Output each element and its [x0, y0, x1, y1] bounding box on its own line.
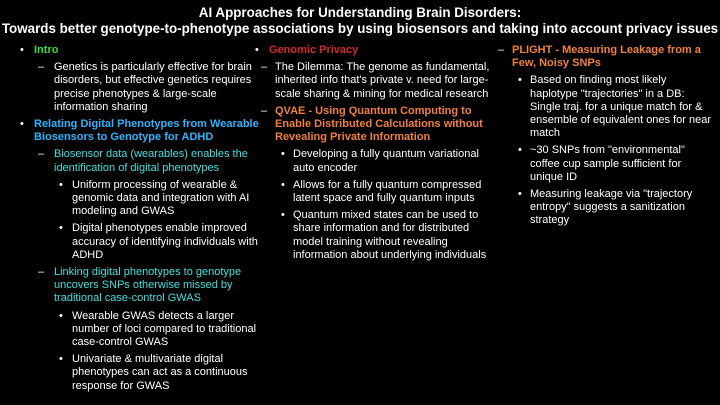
privacy-heading: Genomic Privacy — [269, 44, 359, 56]
plight-bullet-1: • Based on finding most likely haplotype… — [492, 74, 712, 140]
dash-mark: – — [261, 104, 268, 117]
column-privacy: • Genomic Privacy – The Dilemma: The gen… — [255, 44, 495, 266]
intro-heading: Intro — [34, 44, 59, 56]
qvae-bullet-3: • Quantum mixed states can be used to sh… — [255, 209, 495, 262]
qvae-heading: QVAE - Using Quantum Computing to Enable… — [275, 104, 483, 144]
qvae-bullet-1: • Developing a fully quantum variational… — [255, 148, 495, 174]
bullet-mark: • — [281, 209, 285, 222]
bullet-mark: • — [59, 353, 63, 366]
dilemma-item: – The Dilemma: The genome as fundamental… — [255, 61, 495, 101]
plight-bullet-3-text: Measuring leakage via "trajectory entrop… — [530, 188, 693, 227]
bullet-mark: • — [59, 222, 63, 235]
qvae-bullet-2-text: Allows for a fully quantum compressed la… — [293, 178, 482, 205]
intro-heading-item: • Intro — [20, 44, 260, 57]
wearable-heading-item: • Relating Digital Phenotypes from Weara… — [20, 118, 260, 144]
column-plight: – PLIGHT - Measuring Leakage from a Few,… — [492, 44, 712, 232]
qvae-bullet-1-text: Developing a fully quantum variational a… — [293, 148, 479, 174]
dash-mark: – — [38, 266, 45, 279]
bullet-mark: • — [20, 44, 24, 56]
bullet-mark: • — [518, 74, 522, 87]
intro-text: Genetics is particularly effective for b… — [54, 61, 252, 113]
bullet-mark: • — [518, 188, 522, 201]
dash-mark: – — [498, 44, 505, 56]
qvae-bullet-3-text: Quantum mixed states can be used to shar… — [293, 209, 487, 261]
qvae-heading-item: – QVAE - Using Quantum Computing to Enab… — [255, 105, 495, 145]
linking-bullet-2: • Univariate & multivariate digital phen… — [20, 353, 260, 393]
dilemma-text: The Dilemma: The genome as fundamental, … — [275, 61, 490, 100]
biosensor-bullet-1: • Uniform processing of wearable & genom… — [20, 179, 260, 219]
slide-title: AI Approaches for Understanding Brain Di… — [0, 5, 720, 37]
qvae-bullet-2: • Allows for a fully quantum compressed … — [255, 179, 495, 205]
plight-heading: PLIGHT - Measuring Leakage from a Few, N… — [512, 44, 701, 70]
title-line-2: Towards better genotype-to-phenotype ass… — [1, 21, 719, 36]
bullet-mark: • — [59, 309, 63, 322]
wearable-heading: Relating Digital Phenotypes from Wearabl… — [34, 118, 259, 144]
bullet-mark: • — [20, 118, 24, 131]
biosensor-heading: Biosensor data (wearables) enables the i… — [54, 148, 248, 174]
dash-mark: – — [261, 61, 268, 74]
linking-bullet-1-text: Wearable GWAS detects a larger number of… — [72, 309, 257, 349]
plight-bullet-2-text: ~30 SNPs from "environmental" coffee cup… — [530, 144, 685, 183]
plight-bullet-3: • Measuring leakage via "trajectory entr… — [492, 188, 712, 228]
title-line-1: AI Approaches for Understanding Brain Di… — [198, 5, 522, 20]
biosensor-bullet-2-text: Digital phenotypes enable improved accur… — [72, 222, 258, 261]
bullet-mark: • — [281, 178, 285, 191]
privacy-heading-item: • Genomic Privacy — [255, 44, 495, 57]
bullet-mark: • — [518, 144, 522, 157]
column-adhd: • Intro – Genetics is particularly effec… — [20, 44, 260, 397]
bullet-mark: • — [255, 44, 259, 56]
intro-text-item: – Genetics is particularly effective for… — [20, 61, 260, 114]
linking-bullet-2-text: Univariate & multivariate digital phenot… — [72, 353, 248, 392]
plight-bullet-2: • ~30 SNPs from "environmental" coffee c… — [492, 144, 712, 184]
bullet-mark: • — [59, 178, 63, 191]
biosensor-bullet-2: • Digital phenotypes enable improved acc… — [20, 222, 260, 262]
dash-mark: – — [38, 148, 45, 161]
plight-heading-item: – PLIGHT - Measuring Leakage from a Few,… — [492, 44, 712, 70]
dash-mark: – — [38, 61, 45, 74]
linking-heading-item: – Linking digital phenotypes to genotype… — [20, 266, 260, 306]
biosensor-heading-item: – Biosensor data (wearables) enables the… — [20, 148, 260, 174]
linking-bullet-1: • Wearable GWAS detects a larger number … — [20, 310, 260, 350]
bullet-mark: • — [281, 148, 285, 161]
plight-bullet-1-text: Based on finding most likely haplotype "… — [530, 74, 712, 140]
biosensor-bullet-1-text: Uniform processing of wearable & genomic… — [72, 178, 250, 218]
linking-heading: Linking digital phenotypes to genotype u… — [54, 266, 242, 305]
